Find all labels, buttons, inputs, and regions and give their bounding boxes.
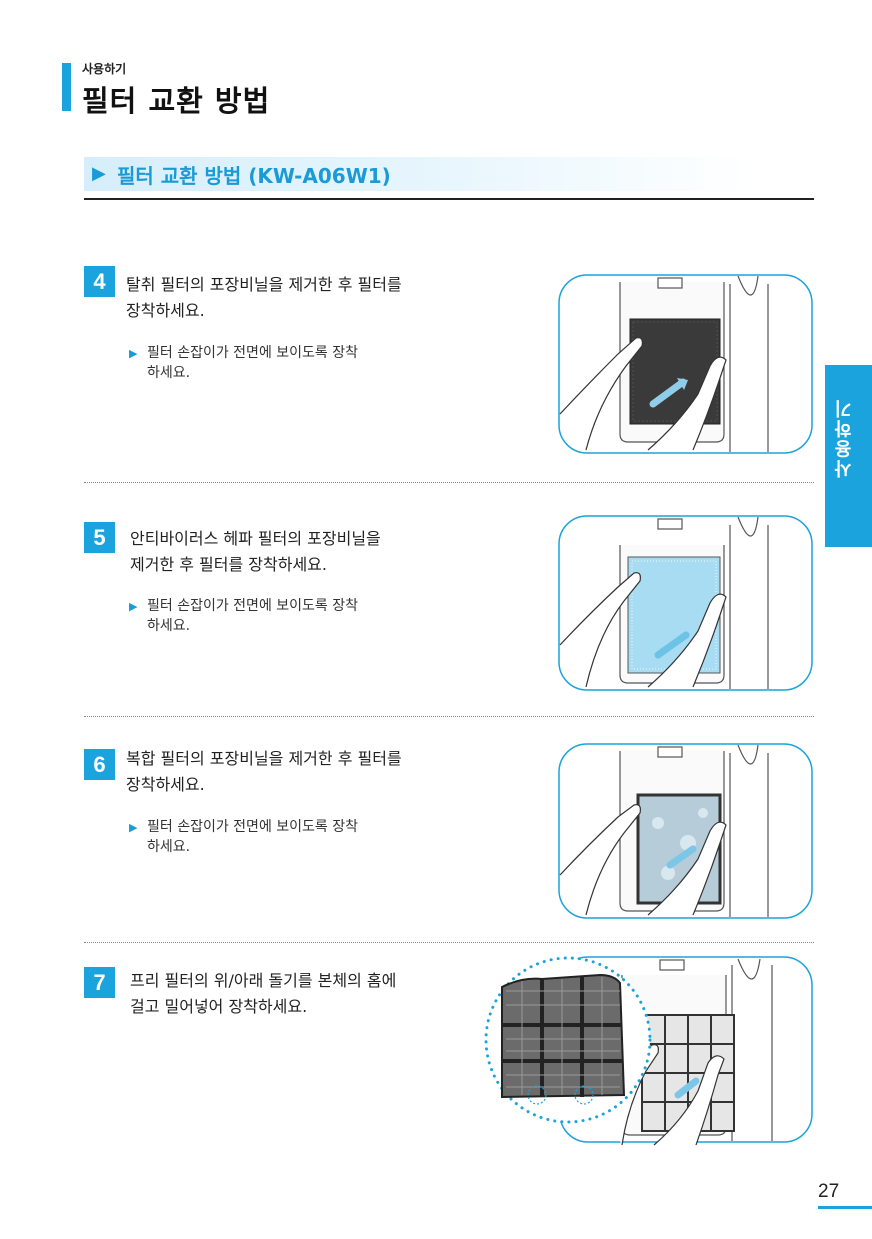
step-4-text: 탈취 필터의 포장비닐을 제거한 후 필터를 장착하세요. bbox=[126, 272, 466, 324]
page-number: 27 bbox=[818, 1181, 840, 1202]
step-5-illustration bbox=[558, 515, 813, 691]
step-4-note-line1: 필터 손잡이가 전면에 보이도록 장착 bbox=[147, 345, 358, 361]
step-7-line2: 걸고 밀어넣어 장착하세요. bbox=[130, 997, 308, 1016]
step-5-note-line2: 하세요. bbox=[147, 618, 191, 634]
step-6-note: 필터 손잡이가 전면에 보이도록 장착 하세요. bbox=[147, 817, 417, 857]
step-4-note-line2: 하세요. bbox=[147, 365, 191, 381]
step-4-illustration bbox=[558, 274, 813, 454]
step-6-note-line2: 하세요. bbox=[147, 839, 191, 855]
step-4-line2: 장착하세요. bbox=[126, 301, 205, 320]
step-4-line1: 탈취 필터의 포장비닐을 제거한 후 필터를 bbox=[126, 275, 402, 294]
step-5-note-line1: 필터 손잡이가 전면에 보이도록 장착 bbox=[147, 598, 358, 614]
step-6-text: 복합 필터의 포장비닐을 제거한 후 필터를 장착하세요. bbox=[126, 746, 466, 798]
step-4-bullet-icon: ▶ bbox=[129, 347, 138, 360]
step-separator bbox=[84, 716, 814, 717]
step-7-illustration bbox=[484, 956, 813, 1146]
section-band bbox=[84, 157, 752, 191]
step-7-number: 7 bbox=[84, 967, 115, 998]
step-5-number: 5 bbox=[84, 522, 115, 553]
step-7-text: 프리 필터의 위/아래 돌기를 본체의 홈에 걸고 밀어넣어 장착하세요. bbox=[130, 968, 470, 1020]
step-4-number: 4 bbox=[84, 266, 115, 297]
step-6-line2: 장착하세요. bbox=[126, 775, 205, 794]
side-tab-label: 사용하기 bbox=[834, 398, 855, 478]
step-5-note: 필터 손잡이가 전면에 보이도록 장착 하세요. bbox=[147, 596, 417, 636]
step-separator bbox=[84, 482, 814, 483]
section-title: 필터 교환 방법 (KW-A06W1) bbox=[117, 164, 391, 188]
step-6-number: 6 bbox=[84, 749, 115, 780]
step-5-text: 안티바이러스 헤파 필터의 포장비닐을 제거한 후 필터를 장착하세요. bbox=[130, 526, 470, 578]
section-arrow-icon: ▶ bbox=[92, 163, 106, 184]
step-7-line1: 프리 필터의 위/아래 돌기를 본체의 홈에 bbox=[130, 971, 397, 990]
step-5-bullet-icon: ▶ bbox=[129, 600, 138, 613]
step-6-line1: 복합 필터의 포장비닐을 제거한 후 필터를 bbox=[126, 749, 402, 768]
header-accent-bar bbox=[62, 63, 71, 111]
step-4-note: 필터 손잡이가 전면에 보이도록 장착 하세요. bbox=[147, 343, 417, 383]
step-5-line2: 제거한 후 필터를 장착하세요. bbox=[130, 555, 327, 574]
side-tab bbox=[825, 365, 872, 547]
step-6-illustration bbox=[558, 743, 813, 919]
step-6-note-line1: 필터 손잡이가 전면에 보이도록 장착 bbox=[147, 819, 358, 835]
header-category: 사용하기 bbox=[82, 62, 127, 76]
step-5-line1: 안티바이러스 헤파 필터의 포장비닐을 bbox=[130, 529, 381, 548]
page-title: 필터 교환 방법 bbox=[82, 84, 271, 118]
page-number-underline bbox=[818, 1206, 872, 1209]
section-divider bbox=[84, 198, 814, 200]
step-6-bullet-icon: ▶ bbox=[129, 821, 138, 834]
step-separator bbox=[84, 942, 814, 943]
